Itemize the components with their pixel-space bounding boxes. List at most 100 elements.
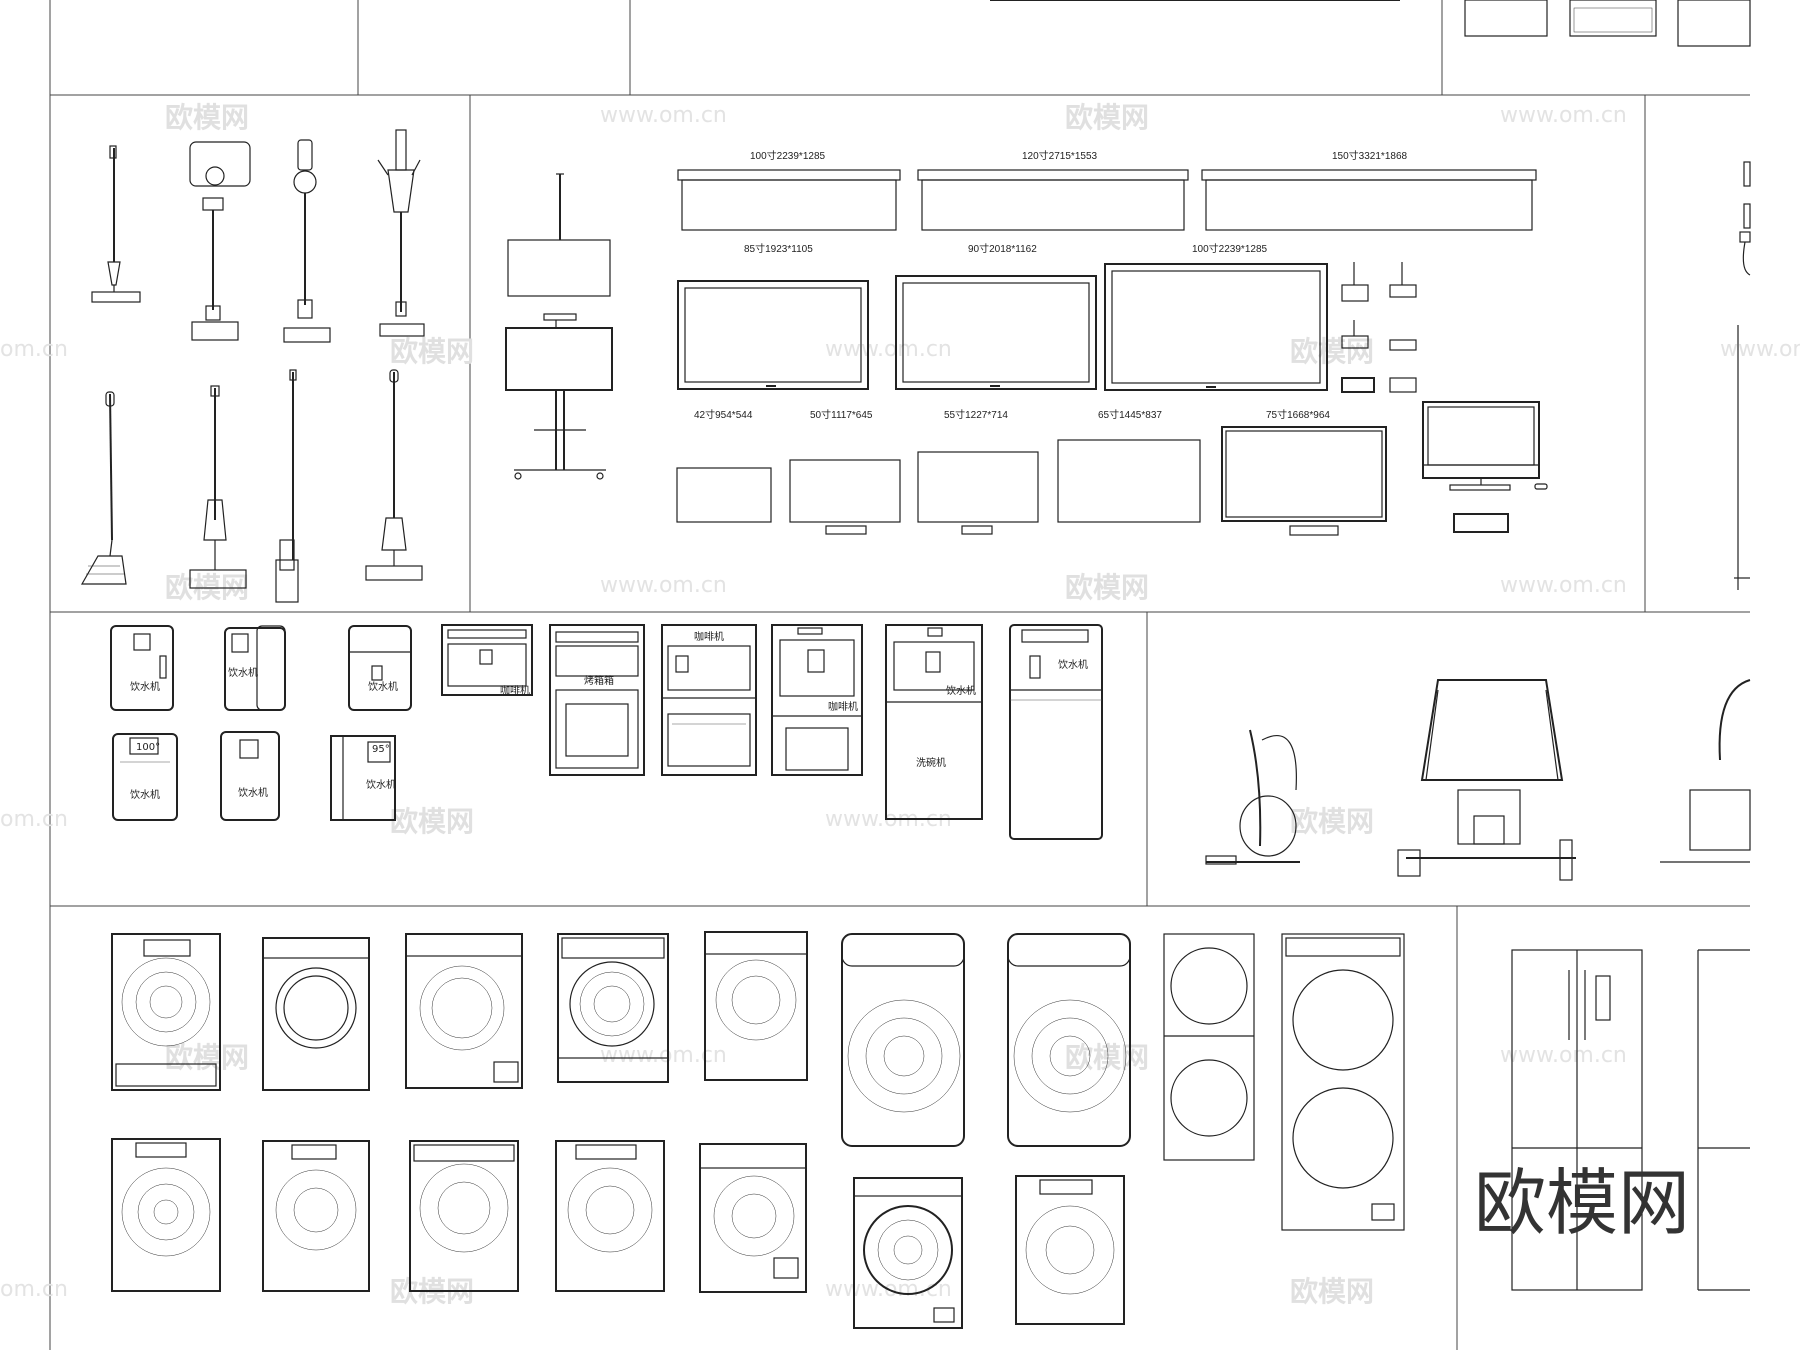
projectors: [1341, 262, 1417, 393]
industrial-vacuum-panel: [1205, 679, 1751, 881]
appliance-label: 饮水机: [368, 680, 398, 693]
svg-text:www.om.cn: www.om.cn: [600, 1043, 727, 1068]
appliance-label: 饮水机: [228, 666, 258, 679]
wall-switches: [1734, 161, 1751, 590]
walk-behind-vacuum: [1397, 679, 1576, 881]
washer-8: [111, 1138, 221, 1292]
kitchen-appliance-panel: 饮水机 饮水机 饮水机 100° 饮水机 饮水机: [110, 624, 1103, 840]
appliance-label: 洗碗机: [916, 756, 946, 769]
washer-4: [557, 933, 669, 1083]
svg-text:www.om.cn: www.om.cn: [600, 573, 727, 598]
built-in-coffee-column: 咖啡机: [771, 624, 863, 776]
stick-vacuum-2: [283, 139, 331, 343]
appliance-label: 饮水机: [366, 778, 396, 791]
svg-text:om.cn: om.cn: [0, 337, 68, 362]
svg-text:www.om.cn: www.om.cn: [1500, 573, 1627, 598]
stick-vacuum-1: [189, 141, 251, 341]
svg-text:欧模网: 欧模网: [1290, 1275, 1374, 1308]
svg-text:欧模网: 欧模网: [1290, 805, 1374, 838]
svg-text:www.om.cn: www.om.cn: [600, 103, 727, 128]
mop-stick: [91, 145, 141, 303]
appliance-label: 咖啡机: [828, 700, 858, 713]
washer-5: [704, 931, 808, 1081]
watermarks: 欧模网 www.om.cn 欧模网 www.om.cn om.cn 欧模网 ww…: [0, 101, 1800, 1308]
ceiling-mounted-tv: [507, 173, 611, 297]
washer-13: [853, 1177, 963, 1329]
water-dispenser-3: 饮水机: [348, 625, 412, 711]
svg-text:om.cn: om.cn: [0, 1277, 68, 1302]
washer-3: [405, 933, 523, 1089]
washer-dryer-stack-2: [1281, 933, 1405, 1231]
svg-text:欧模网: 欧模网: [1065, 101, 1149, 134]
tv-panel: 100寸2239*1285 120寸2715*1553 150寸3321*186…: [505, 149, 1751, 590]
size-label: 50寸1117*645: [810, 408, 873, 421]
appliance-label: 烤箱箱: [584, 674, 614, 687]
svg-text:www.om.cn: www.om.cn: [1720, 337, 1800, 362]
washer-2: [262, 937, 370, 1091]
brand-logo: 欧模网: [1474, 1161, 1690, 1245]
tall-water-dispenser: 饮水机: [1009, 624, 1103, 840]
size-label: 120寸2715*1553: [1022, 149, 1098, 162]
panel-grid: [49, 0, 1750, 1350]
svg-text:欧模网: 欧模网: [1065, 571, 1149, 604]
appliance-label: 咖啡机: [694, 630, 724, 643]
water-dispenser-5: 饮水机: [220, 731, 280, 821]
size-label: 42寸954*544: [694, 408, 753, 421]
size-label: 75寸1668*964: [1266, 408, 1330, 421]
svg-text:欧模网: 欧模网: [390, 335, 474, 368]
appliance-label: 饮水机: [130, 788, 160, 801]
washer-dryer-stack-1: [1163, 933, 1255, 1161]
washer-1: [111, 933, 221, 1091]
top-strip-fragments: [990, 0, 1751, 47]
built-in-dispenser-dishwasher: 饮水机 洗碗机: [885, 624, 983, 820]
washer-9: [262, 1140, 370, 1292]
appliance-label: 咖啡机: [500, 684, 530, 697]
washer-6: [841, 933, 965, 1147]
large-tvs: 85寸1923*1105 90寸2018*1162 100寸2239*1285: [677, 242, 1328, 391]
washer-14: [1015, 1175, 1125, 1325]
svg-text:欧模网: 欧模网: [390, 805, 474, 838]
size-label: 85寸1923*1105: [744, 242, 813, 255]
appliance-label: 饮水机: [1058, 658, 1088, 671]
size-label: 150寸3321*1868: [1332, 149, 1408, 162]
size-label: 100寸2239*1285: [750, 149, 826, 162]
stick-vacuum-3: [377, 129, 425, 337]
svg-text:欧模网: 欧模网: [165, 1041, 249, 1074]
built-in-coffee-oven: 咖啡机: [661, 624, 757, 776]
svg-text:www.om.cn: www.om.cn: [825, 337, 952, 362]
water-dispenser-1: 饮水机: [110, 625, 174, 711]
svg-text:欧模网: 欧模网: [1065, 1041, 1149, 1074]
size-label: 100寸2239*1285: [1192, 242, 1268, 255]
built-in-coffee-machine-1: 咖啡机: [441, 624, 533, 697]
flat-mop: [275, 369, 299, 603]
broom: [80, 391, 127, 585]
svg-text:om.cn: om.cn: [0, 807, 68, 832]
upright-vacuum-cut: [1660, 679, 1751, 863]
display-readout: 95°: [372, 744, 390, 755]
washer-10: [409, 1140, 519, 1292]
vacuum-mop-panel: [80, 129, 425, 603]
appliance-label: 饮水机: [946, 684, 976, 697]
built-in-oven: 烤箱箱: [549, 624, 645, 776]
svg-text:www.om.cn: www.om.cn: [1500, 1043, 1627, 1068]
projection-screens: 100寸2239*1285 120寸2715*1553 150寸3321*186…: [677, 149, 1537, 231]
water-dispenser-6: 95° 饮水机: [330, 735, 396, 821]
twist-mop: [189, 385, 247, 589]
desktop-monitor: [1422, 401, 1548, 533]
appliance-label: 饮水机: [130, 680, 160, 693]
small-tvs: 42寸954*544 50寸1117*645 55寸1227*714 65寸14…: [676, 408, 1387, 536]
size-label: 90寸2018*1162: [968, 242, 1037, 255]
canister-vacuum: [1205, 729, 1300, 865]
svg-text:欧模网: 欧模网: [165, 101, 249, 134]
wet-vacuum: [365, 369, 423, 581]
display-readout: 100°: [136, 742, 160, 753]
size-label: 65寸1445*837: [1098, 408, 1162, 421]
svg-text:欧模网: 欧模网: [1290, 335, 1374, 368]
washer-12: [699, 1143, 807, 1293]
water-dispenser-4: 100° 饮水机: [112, 733, 178, 821]
side-by-side-refrigerator: [1511, 949, 1643, 1291]
washing-machine-panel: [111, 931, 1405, 1329]
svg-text:www.om.cn: www.om.cn: [1500, 103, 1627, 128]
appliance-label: 饮水机: [238, 786, 268, 799]
